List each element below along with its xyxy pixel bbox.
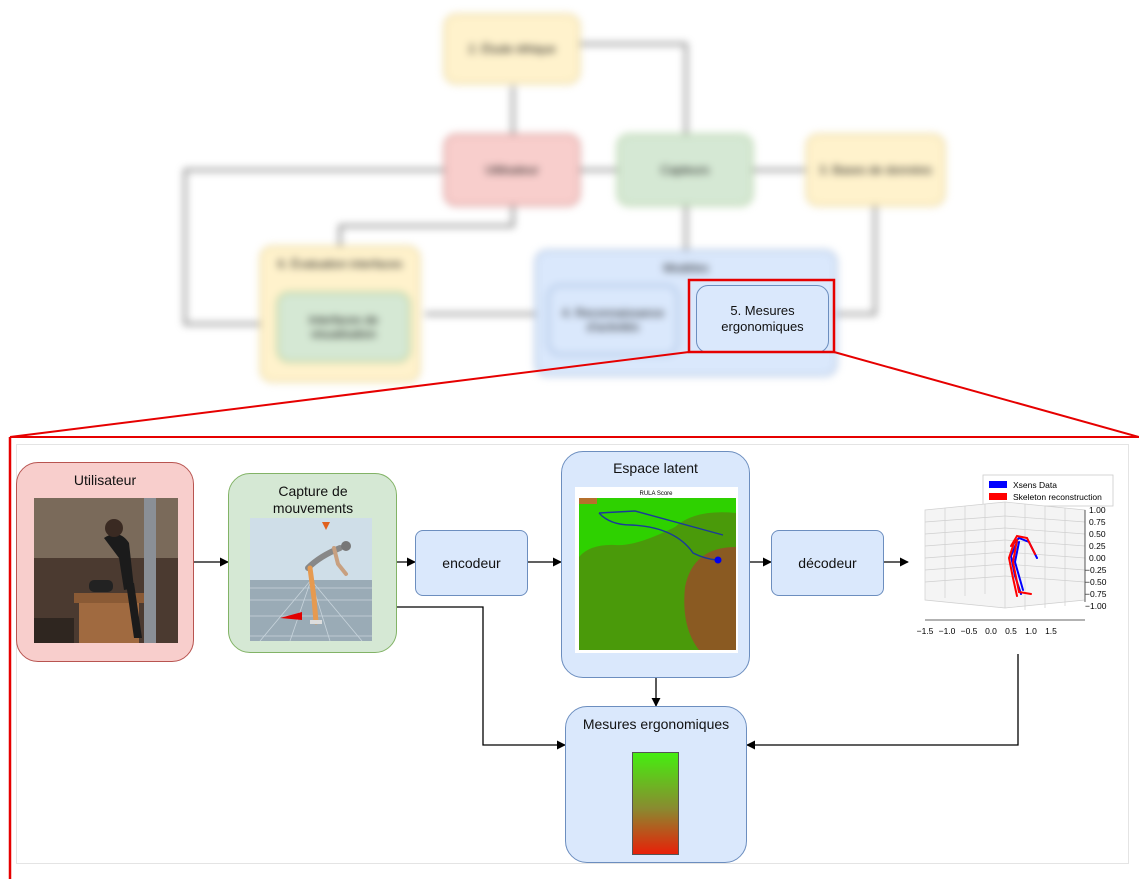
overview-interfaces-visualisation: Interfaces de visualisation xyxy=(277,292,410,362)
z-tick: 0.50 xyxy=(1089,529,1106,539)
x-tick: 1.5 xyxy=(1045,626,1057,636)
x-tick: 1.0 xyxy=(1025,626,1037,636)
overview-reconnaissance-label: 4. Reconnaissance d'activités xyxy=(561,306,665,334)
node-espace-latent: Espace latent RULA Score xyxy=(561,451,750,678)
x-tick: 0.5 xyxy=(1005,626,1017,636)
legend-swatch-xsens xyxy=(989,481,1007,488)
x-tick: −0.5 xyxy=(961,626,978,636)
node-mesures-label: Mesures ergonomiques xyxy=(582,716,730,732)
z-tick: 0.75 xyxy=(1089,517,1106,527)
rula-point xyxy=(714,556,722,564)
overview-interfaces-visualisation-label: Interfaces de visualisation xyxy=(308,313,379,341)
arrow-plot-mesures xyxy=(746,654,1019,750)
z-tick: −0.25 xyxy=(1085,565,1107,575)
detail-panel xyxy=(16,444,1129,864)
z-tick: 0.00 xyxy=(1089,553,1106,563)
node-espace-latent-label: Espace latent xyxy=(613,460,698,476)
node-capture-label: Capture de mouvements xyxy=(272,483,354,516)
overview-capteurs: Capteurs xyxy=(617,134,753,206)
plot-legend xyxy=(982,474,1114,507)
node-utilisateur-label: Utilisateur xyxy=(73,472,137,488)
legend-swatch-skeleton xyxy=(989,493,1007,500)
overview-etude-ethique: 2. Étude éthique xyxy=(444,14,580,84)
overview-capteurs-label: Capteurs xyxy=(660,163,710,177)
node-encodeur: encodeur xyxy=(415,530,528,596)
overview-reconnaissance: 4. Reconnaissance d'activités xyxy=(548,285,678,355)
skeleton-3d-plot: Xsens Data Skeleton reconstruction 1.00 … xyxy=(917,474,1114,636)
rula-title: RULA Score xyxy=(639,491,673,497)
overview-utilisateur-label: Utilisateur xyxy=(485,163,539,177)
overview-arrows xyxy=(184,43,876,325)
z-tick: 0.25 xyxy=(1089,541,1106,551)
x-tick: −1.0 xyxy=(939,626,956,636)
node-encodeur-label: encodeur xyxy=(442,555,501,571)
x-tick: 0.0 xyxy=(985,626,997,636)
rula-zone-brown xyxy=(684,547,736,650)
overview-bases-donnees: 3. Bases de données xyxy=(806,134,945,206)
x-tick: −1.5 xyxy=(917,626,934,636)
node-decodeur: décodeur xyxy=(771,530,884,596)
rula-trajectory xyxy=(598,510,724,561)
user-photo xyxy=(34,498,178,643)
z-tick: 1.00 xyxy=(1089,505,1106,515)
z-tick: −0.75 xyxy=(1085,589,1107,599)
capture-image xyxy=(250,518,372,641)
legend-label-skeleton: Skeleton reconstruction xyxy=(1013,492,1102,502)
z-tick: −1.00 xyxy=(1085,601,1107,611)
ergonomic-gauge xyxy=(632,752,679,855)
rula-zone-bright xyxy=(579,498,736,557)
rula-score-plot: RULA Score xyxy=(575,487,738,653)
node-decodeur-label: décodeur xyxy=(798,555,857,571)
node-capture: Capture de mouvements xyxy=(228,473,397,653)
arrow-capture-mesures xyxy=(397,606,566,750)
overview-modeles-label: Modèles xyxy=(663,261,709,275)
node-mesures: Mesures ergonomiques xyxy=(565,706,747,863)
z-tick: −0.50 xyxy=(1085,577,1107,587)
legend-label-xsens: Xsens Data xyxy=(1013,480,1057,490)
overview-utilisateur: Utilisateur xyxy=(444,134,580,206)
overview-etude-ethique-label: 2. Étude éthique xyxy=(468,42,556,56)
node-utilisateur: Utilisateur xyxy=(16,462,194,662)
overview-bases-donnees-label: 3. Bases de données xyxy=(819,163,932,177)
overview-evaluation-interfaces-label: 6. Évaluation interfaces xyxy=(277,257,403,271)
